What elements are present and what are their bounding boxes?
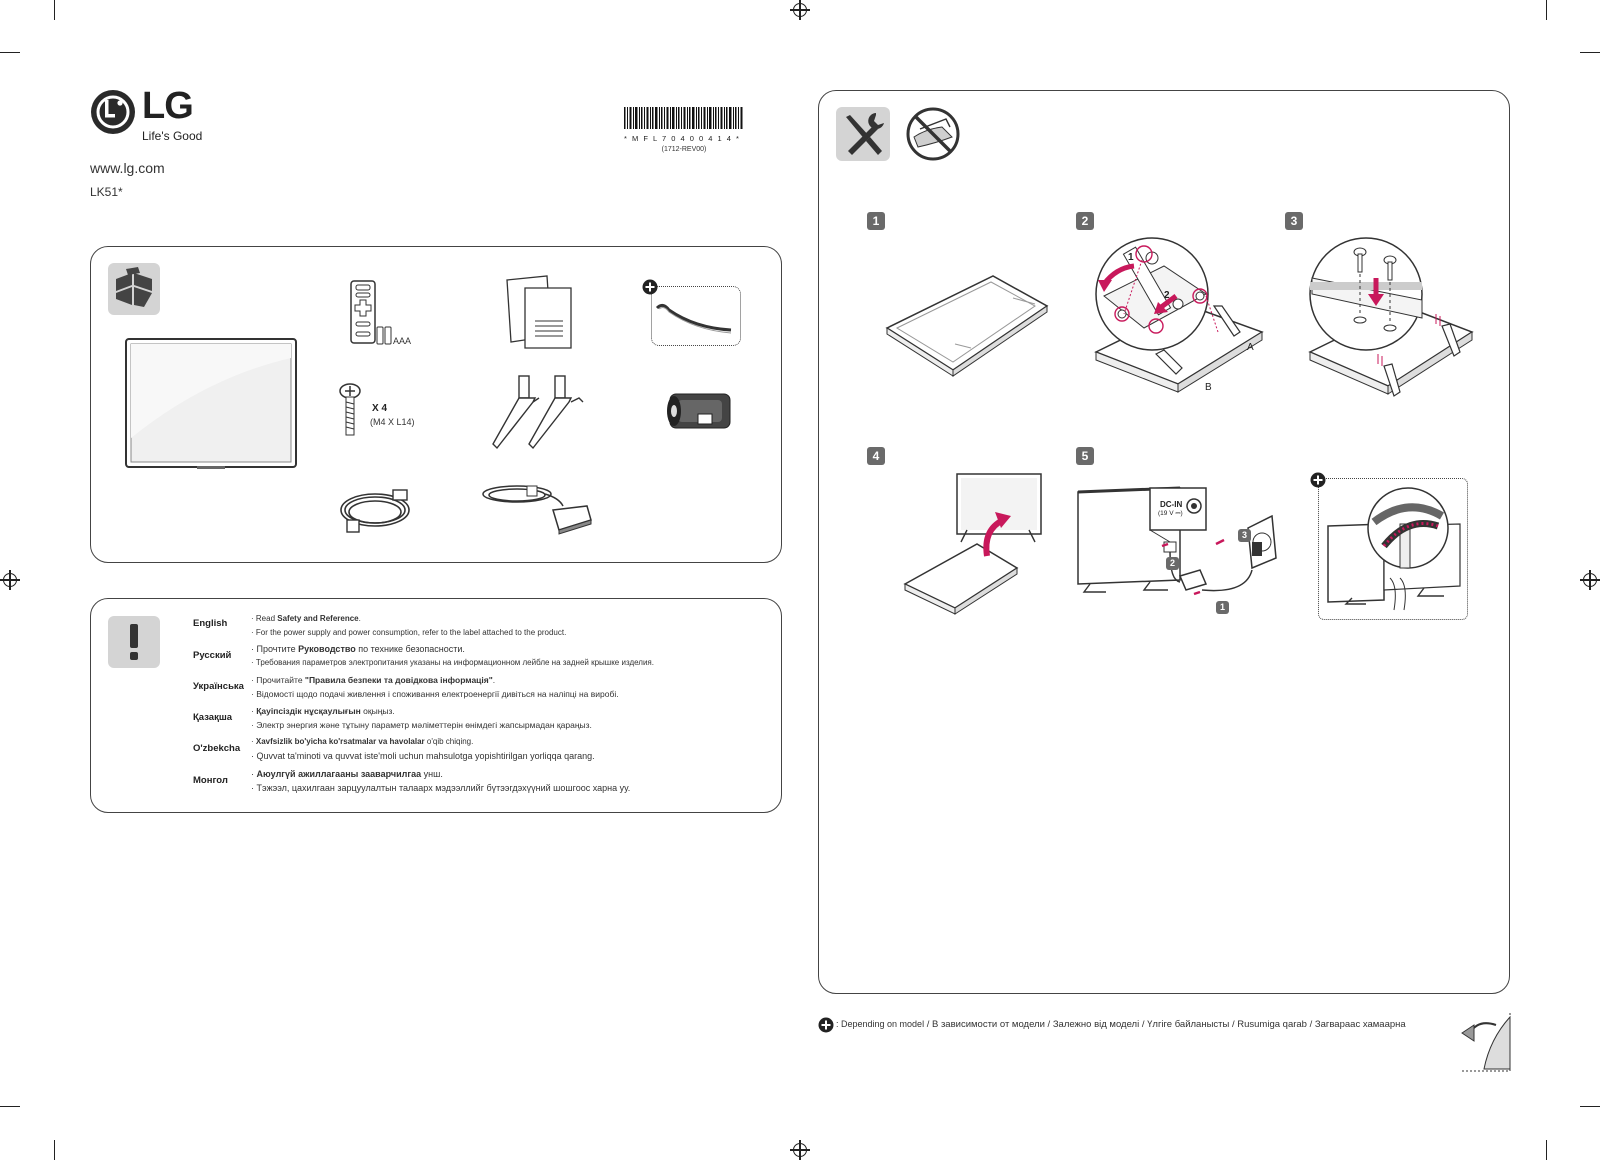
- step-1-illustration: [885, 275, 1049, 377]
- registration-mark: [790, 1140, 810, 1160]
- registration-mark: [1580, 570, 1600, 590]
- assembly-panel: [818, 90, 1510, 994]
- remote-control-illustration: [350, 280, 376, 344]
- power-cord-illustration: [340, 489, 410, 533]
- warning-line-2: · For the power supply and power consump…: [251, 628, 567, 637]
- package-contents-panel: [90, 246, 782, 563]
- step-5-callout-3: 3: [1238, 529, 1251, 542]
- step-5-callout-2: 2: [1166, 557, 1179, 570]
- step-3-illustration: [1308, 237, 1474, 397]
- step-2-callout-1: 1: [1128, 252, 1134, 263]
- warning-line-2: · Тэжээл, цахилгаан зарцуулалтын талаарх…: [251, 783, 631, 793]
- warning-line-1: · Аюулгүй ажиллагааны зааварчилгаа унш.: [251, 769, 443, 779]
- lang-name: Монгол: [193, 775, 228, 786]
- warning-line-1: · Xavfsizlik bo'yicha ko'rsatmalar va ha…: [251, 737, 474, 746]
- optional-cable-holder-box: [651, 286, 741, 346]
- cable-holder-step-illustration: [1327, 487, 1461, 611]
- plus-circle-icon: [818, 1017, 834, 1033]
- website-url: www.lg.com: [90, 160, 165, 176]
- warning-line-1: · Қауіпсіздік нұсқаулығын оқыңыз.: [251, 706, 395, 716]
- lg-face-icon: [91, 90, 135, 134]
- tv-illustration: [125, 338, 297, 469]
- brand-slogan: Life's Good: [142, 129, 203, 143]
- step-2-callout-2: 2: [1164, 290, 1170, 301]
- step-4-illustration: [903, 473, 1042, 615]
- crop-mark: [54, 1140, 55, 1160]
- crop-mark: [54, 0, 55, 20]
- step-4-number: 4: [867, 447, 885, 465]
- crop-mark: [1580, 52, 1600, 53]
- dc-in-voltage: (19 V ⎓): [1158, 510, 1183, 517]
- step-5-illustration: [1077, 486, 1277, 596]
- step-1-number: 1: [867, 212, 885, 230]
- exclamation-icon: [130, 624, 138, 660]
- lang-name: Українська: [193, 681, 244, 692]
- stand-label-b: B: [1205, 382, 1212, 393]
- model-number: LK51*: [90, 185, 123, 199]
- warning-line-1: · Прочитайте "Правила безпеки та довідко…: [251, 675, 496, 685]
- lg-logo: LG Life's Good: [90, 85, 220, 149]
- step-2-illustration: [1094, 237, 1264, 393]
- stand-label-a: A: [1247, 342, 1254, 353]
- lang-name: O'zbekcha: [193, 743, 241, 754]
- step-5-callout-1: 1: [1216, 601, 1229, 614]
- warning-line-1: · Прочтите Руководство по технике безопа…: [251, 644, 465, 654]
- lang-name: English: [193, 618, 228, 629]
- warning-line-2: · Відомості щодо подачі живлення і спожи…: [251, 689, 619, 699]
- crop-mark: [0, 52, 20, 53]
- batteries-label: AAA: [393, 336, 412, 346]
- screwdriver-wrench-icon: [846, 113, 884, 155]
- depending-on-model-text: : Depending on model: [836, 1019, 925, 1029]
- registration-mark: [790, 0, 810, 20]
- no-soft-surface-icon: [906, 107, 960, 161]
- warning-line-2: · Электр энергия және тұтыну параметр мә…: [251, 720, 592, 730]
- tools-icon-box: [836, 107, 890, 161]
- box-icon: [116, 267, 152, 307]
- screw-illustration: [339, 383, 361, 436]
- warnings-panel: [90, 598, 782, 813]
- screw-size: (M4 X L14): [370, 417, 415, 427]
- warning-line-2: · Quvvat ta'minoti va quvvat iste'moli u…: [251, 751, 595, 761]
- step-5-number: 5: [1076, 447, 1094, 465]
- ac-adapter-illustration: [482, 485, 592, 535]
- step-2-number: 2: [1076, 212, 1094, 230]
- crop-mark: [1546, 0, 1547, 20]
- crop-mark: [1546, 1140, 1547, 1160]
- barcode-revision: (1712-REV00): [661, 146, 707, 153]
- ferrite-core-illustration: [667, 393, 731, 429]
- step-3-number: 3: [1285, 212, 1303, 230]
- warning-line-2: · Требования параметров электропитания у…: [251, 658, 654, 667]
- cable-holder-illustration: [655, 303, 732, 334]
- brand-name: LG: [142, 85, 194, 127]
- screw-count: X 4: [372, 403, 388, 414]
- warning-line-1: · Read Safety and Reference.: [251, 614, 361, 623]
- plus-circle-icon: [1310, 472, 1326, 488]
- manuals-illustration: [506, 275, 572, 349]
- plus-circle-icon: [642, 279, 658, 295]
- lang-name: Русский: [193, 650, 232, 661]
- stand-illustration: [492, 375, 584, 450]
- lang-name: Қазақша: [193, 712, 233, 723]
- depending-on-model-translations: / В зависимости от модели / Залежно від …: [924, 1019, 1406, 1030]
- barcode-text: * M F L 7 0 4 0 0 4 1 4 *: [624, 134, 741, 143]
- depending-on-model-note: : Depending on model / В зависимости от …: [836, 1019, 1406, 1030]
- crop-mark: [1580, 1106, 1600, 1107]
- crop-mark: [0, 1106, 20, 1107]
- optional-cable-step-box: [1318, 478, 1468, 620]
- page-turn-icon: [1461, 1013, 1511, 1072]
- warning-icon-box: [108, 616, 160, 668]
- dc-in-label: DC-IN: [1160, 500, 1183, 509]
- barcode: * M F L 7 0 4 0 0 4 1 4 * (1712-REV00): [624, 107, 744, 153]
- battery-icon: [376, 326, 392, 345]
- barcode-bars: [624, 107, 743, 129]
- package-contents-icon: [108, 263, 160, 315]
- registration-mark: [0, 570, 20, 590]
